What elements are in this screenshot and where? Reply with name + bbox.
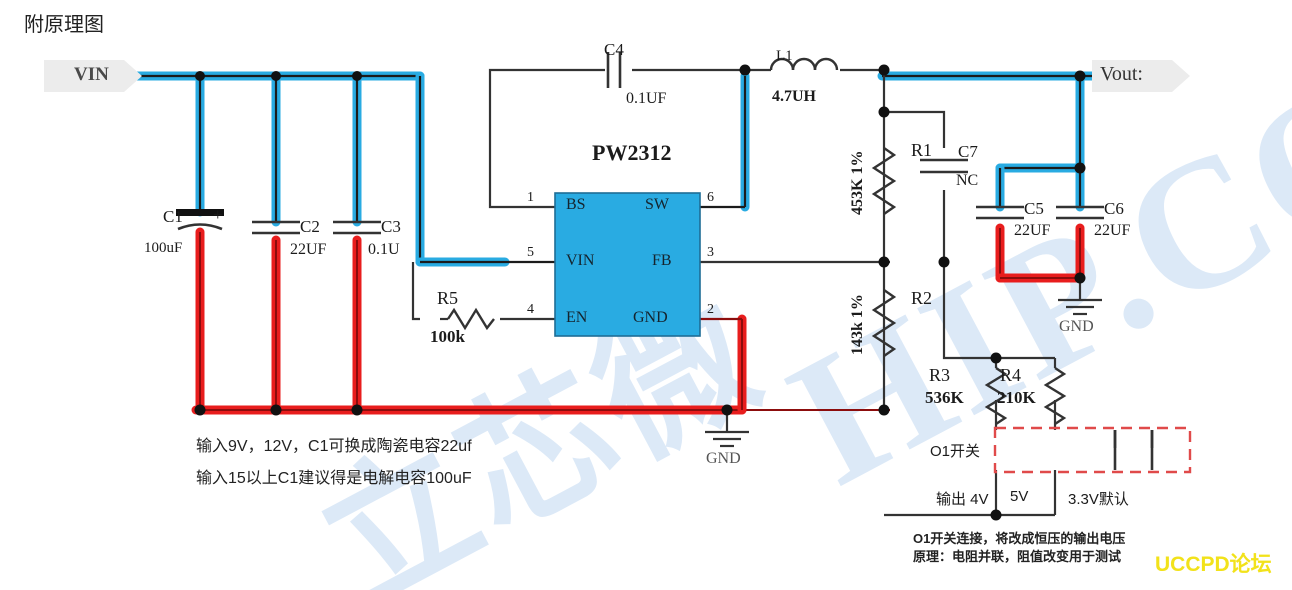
ic-pin-label-sw: SW [645, 196, 669, 213]
page-title: 附原理图 [24, 14, 104, 36]
switch-option-5v[interactable]: 5V [1010, 488, 1029, 505]
resistor-R3-ref: R3 [929, 365, 951, 385]
vout-port-shape[interactable] [1092, 60, 1190, 92]
capacitor-C2-ref: C2 [300, 217, 320, 236]
capacitor-C1-ref: C1 [163, 207, 183, 226]
capacitor-C5-value: 22UF [1014, 222, 1051, 239]
capacitor-C4-value: 0.1UF [626, 90, 667, 107]
gnd-symbol-center [703, 430, 751, 448]
resistor-R2-value: 143k 1% [849, 294, 866, 355]
ic-body-pw2312[interactable] [554, 192, 701, 337]
inductor-L1-value: 4.7UH [772, 88, 816, 105]
resistor-R5-value: 100k [430, 327, 465, 346]
capacitor-C7-value: NC [956, 172, 979, 189]
capacitor-C6-symbol [1056, 205, 1104, 220]
ic-pin-number-1: 1 [527, 190, 534, 205]
ic-pin-label-vin: VIN [566, 252, 595, 269]
switch-option-4v[interactable]: 输出 4V [936, 491, 989, 508]
vin-port-label: VIN [74, 64, 109, 85]
ic-pin-label-en: EN [566, 309, 588, 326]
capacitor-C4-ref: C4 [604, 40, 624, 59]
resistor-R4-ref: R4 [1000, 365, 1022, 385]
gnd-label-right: GND [1059, 318, 1094, 335]
capacitor-C7-symbol [920, 158, 968, 174]
resistor-R1-ref: R1 [911, 140, 933, 160]
gnd-label-center: GND [706, 450, 741, 467]
resistor-R2-ref: R2 [911, 288, 933, 308]
ic-pin-label-fb: FB [652, 252, 672, 269]
vin-power-trace [127, 71, 555, 267]
capacitor-C2-value: 22UF [290, 241, 327, 258]
gnd-power-trace [191, 227, 890, 415]
capacitor-C6-ref: C6 [1104, 199, 1124, 218]
note-bottom-line1: O1开关连接，将改成恒压的输出电压 [913, 531, 1126, 546]
capacitor-C1-polarity: + [213, 205, 223, 224]
ic-pin-label-bs: BS [566, 196, 586, 213]
vin-port-shape[interactable] [44, 60, 142, 92]
ic-pin-number-6: 6 [707, 190, 714, 205]
resistor-R3-symbol [984, 367, 1008, 425]
inductor-L1-symbol [769, 57, 839, 71]
capacitor-C3-ref: C3 [381, 217, 401, 236]
switch-option-3v3[interactable]: 3.3V默认 [1068, 491, 1129, 508]
ic-pin-label-gnd: GND [633, 309, 668, 326]
resistor-R5-symbol [447, 307, 495, 331]
capacitor-C3-value: 0.1U [368, 241, 400, 258]
ic-pin-number-5: 5 [527, 245, 534, 260]
inductor-L1-ref: L1 [776, 48, 793, 64]
gnd-symbol-right [1056, 298, 1104, 316]
resistor-R1-symbol [871, 147, 897, 215]
resistor-R4-value: 210K [997, 388, 1036, 407]
capacitor-C2-symbol [252, 220, 300, 235]
note-bottom-line2: 原理：电阻并联，阻值改变用于测试 [913, 549, 1122, 564]
ic-pin-number-2: 2 [707, 302, 714, 317]
resistor-R1-value: 453K 1% [849, 150, 866, 215]
capacitor-C6-value: 22UF [1094, 222, 1131, 239]
capacitor-C3-symbol [333, 220, 381, 235]
vout-port-label: Vout: [1100, 63, 1143, 85]
capacitor-C1-value: 100uF [144, 240, 183, 256]
resistor-R3-value: 536K [925, 388, 964, 407]
vout-power-trace [877, 71, 1100, 212]
capacitor-C7-ref: C7 [958, 142, 978, 161]
sw-node-trace [700, 71, 750, 212]
switch-contacts [1113, 430, 1154, 470]
output-gnd-trace [995, 223, 1085, 283]
resistor-R5-ref: R5 [437, 288, 459, 308]
note-left-line2: 输入15以上C1建议得是电解电容100uF [196, 470, 472, 487]
ic-pin-number-4: 4 [527, 302, 534, 317]
capacitor-C5-ref: C5 [1024, 199, 1044, 218]
switch-box-outline[interactable] [993, 426, 1192, 474]
ic-pin-number-3: 3 [707, 245, 714, 260]
signal-wires [411, 68, 1082, 517]
junction-dots [194, 64, 1086, 521]
capacitor-C4-symbol [606, 52, 622, 88]
resistor-R2-symbol [871, 289, 897, 357]
switch-block-label: O1开关 [930, 443, 981, 460]
capacitor-C5-symbol [976, 205, 1024, 220]
note-left-line1: 输入9V，12V，C1可换成陶瓷电容22uf [196, 438, 472, 455]
ic-name-label: PW2312 [592, 140, 672, 165]
capacitor-C1-symbol [176, 209, 224, 231]
resistor-R4-symbol [1043, 367, 1067, 425]
